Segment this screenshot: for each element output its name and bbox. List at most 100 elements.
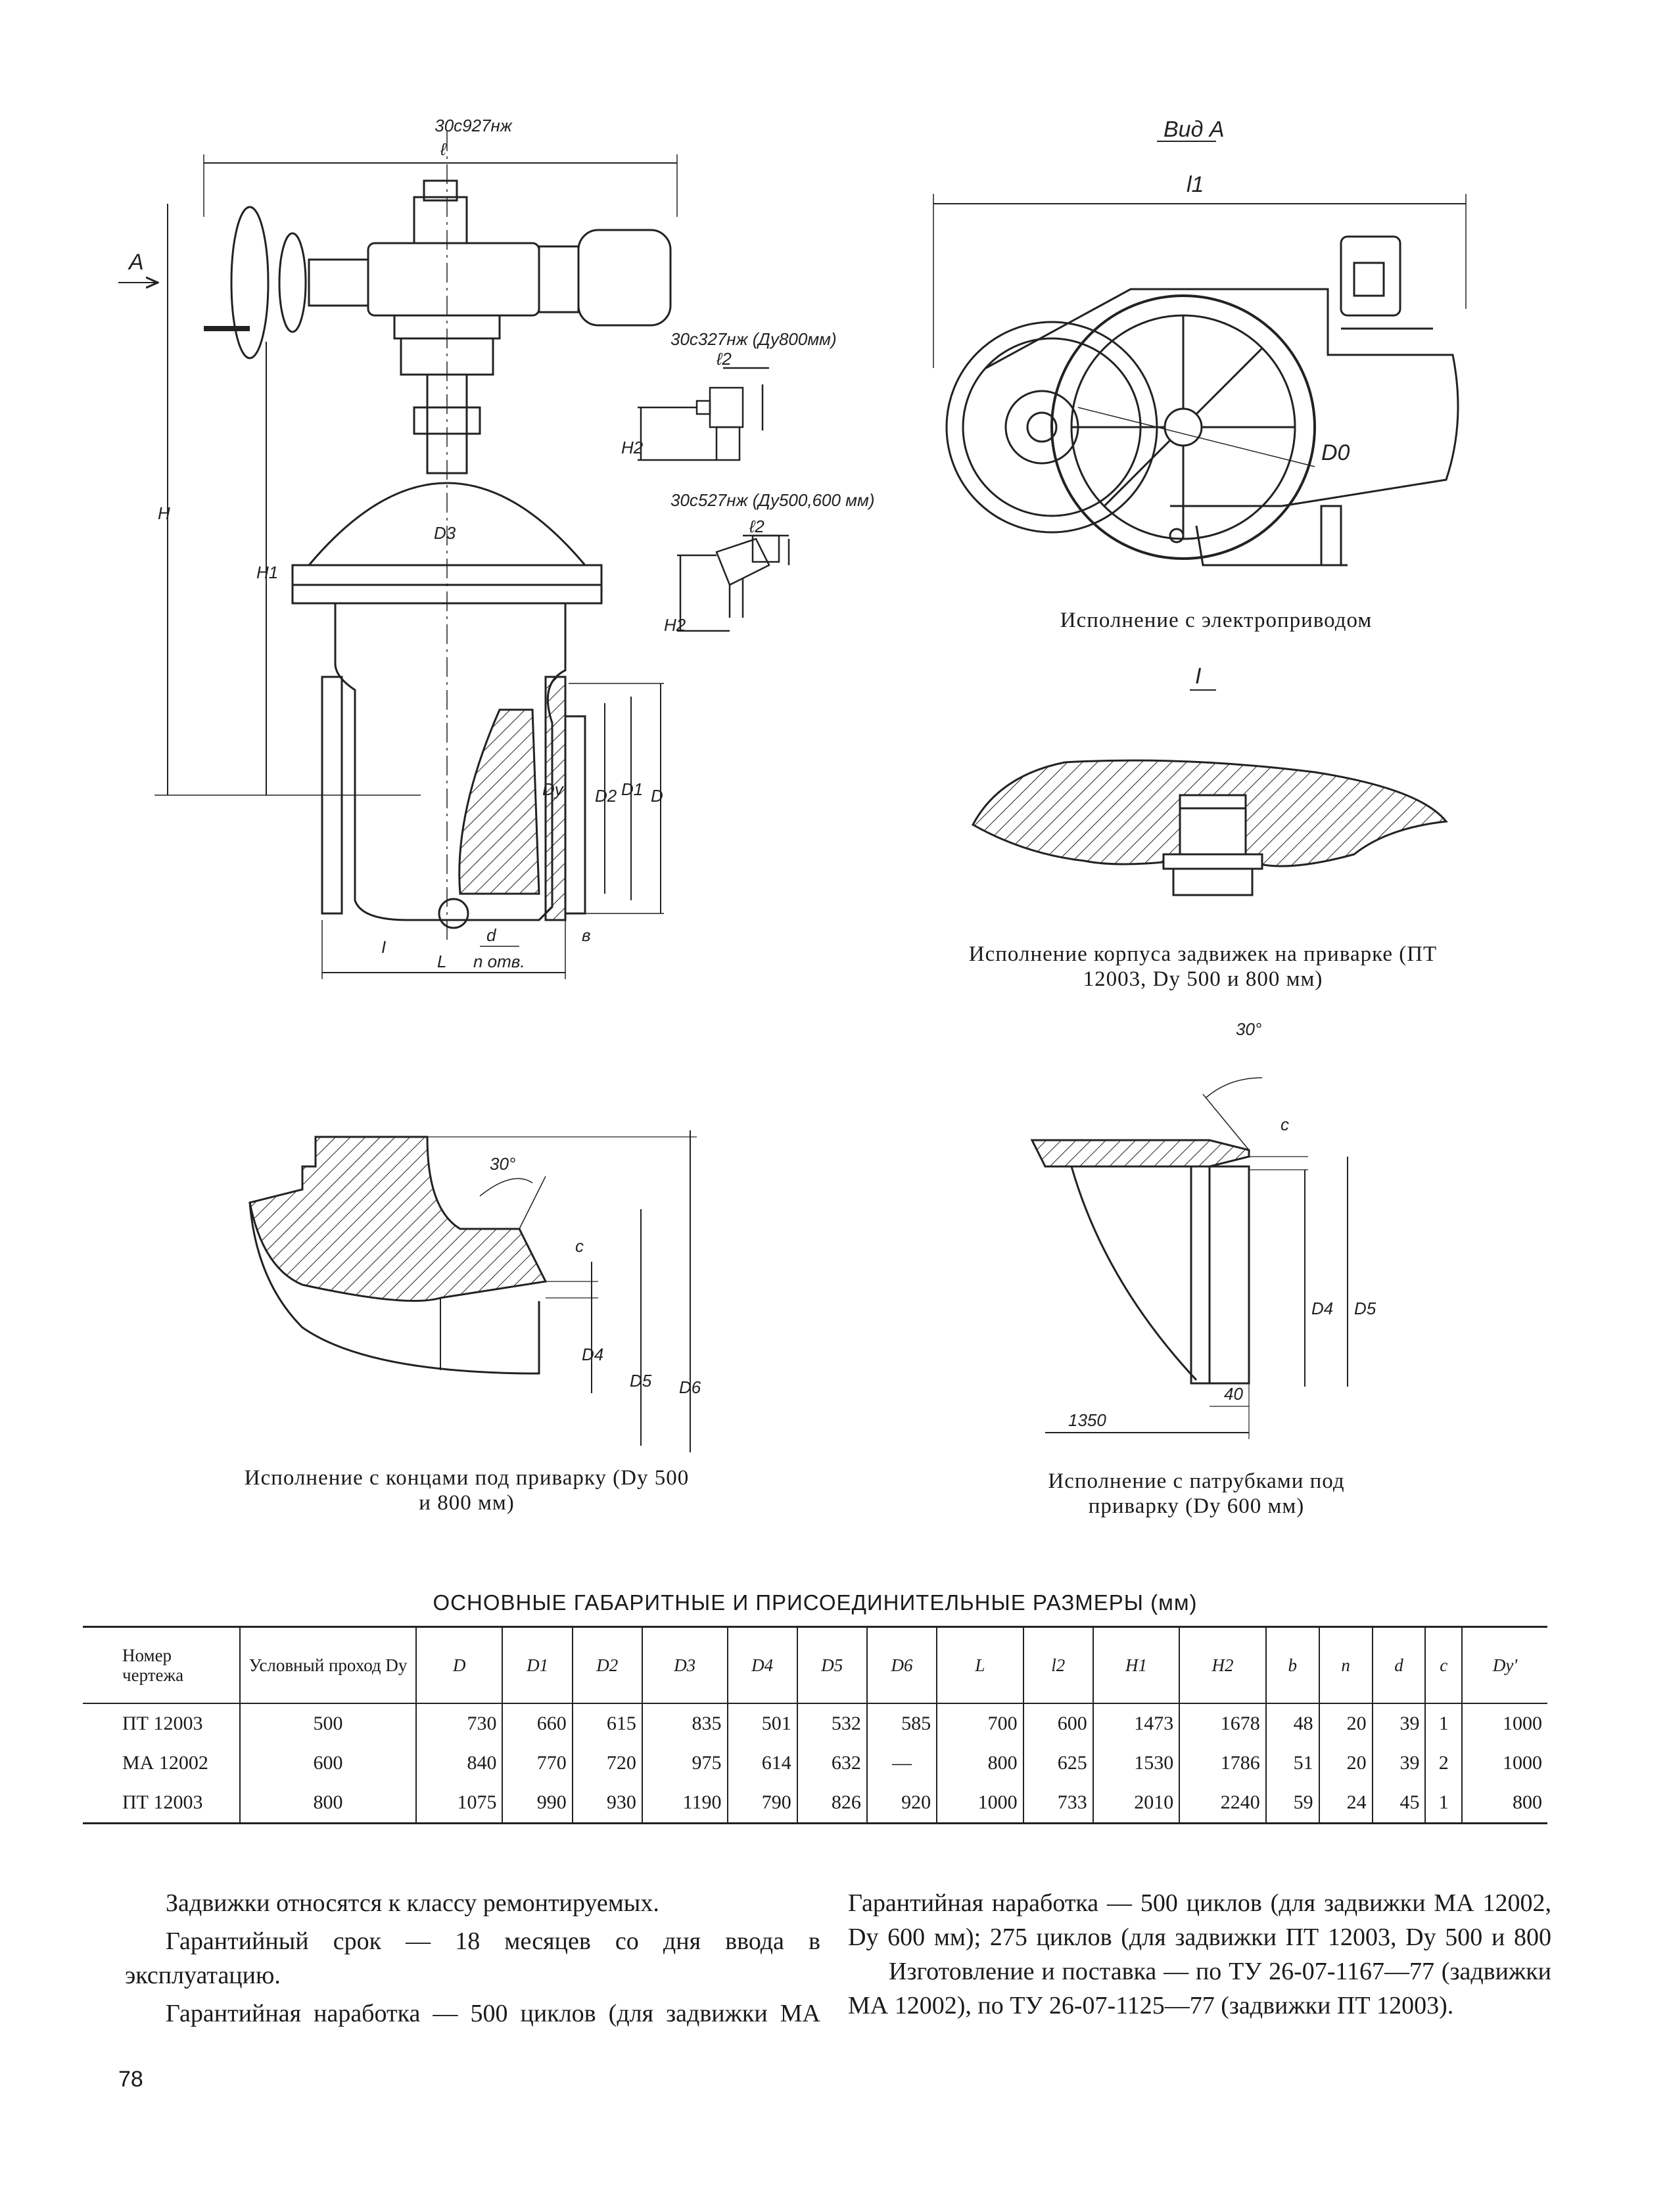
- cell: 1678: [1179, 1703, 1266, 1743]
- cell: 975: [641, 1743, 728, 1783]
- caption-weld-ends: Исполнение с концами под приварку (Dy 50…: [244, 1466, 690, 1515]
- table-row: ПТ 12003 800 1075 990 930 1190 790 826 9…: [83, 1783, 1547, 1824]
- weld-ends-angle: 30°: [490, 1154, 515, 1174]
- header-d6: D6: [866, 1626, 937, 1703]
- variant-327-drawing: [638, 367, 769, 461]
- table-header-row: Номер чертежа Условный проход Dy D D1 D2…: [83, 1626, 1547, 1703]
- label-d: D: [651, 786, 663, 806]
- table-row: ПТ 12003 500 730 660 615 835 501 532 585…: [83, 1703, 1547, 1743]
- header-n: n: [1318, 1626, 1373, 1703]
- cell: 930: [571, 1783, 642, 1824]
- header-dy-prime: Dy': [1461, 1626, 1547, 1703]
- paragraph: Задвижки относятся к классу ремонтируемы…: [166, 1889, 659, 1917]
- cell: 790: [726, 1783, 797, 1824]
- variant-527-drawing: [677, 534, 790, 632]
- cell: 614: [726, 1743, 797, 1783]
- cell: 45: [1371, 1783, 1426, 1824]
- caption-electric-drive: Исполнение с электроприводом: [1060, 609, 1373, 632]
- cell: МА 12002: [122, 1752, 208, 1774]
- section-i-drawing: [971, 689, 1448, 896]
- cell: 770: [502, 1743, 573, 1783]
- label-d-small: d: [486, 925, 497, 945]
- cell: 800: [936, 1743, 1023, 1783]
- cell: 1000: [1461, 1703, 1547, 1743]
- label-l2-b: ℓ2: [749, 517, 764, 536]
- cell: 2240: [1179, 1783, 1266, 1824]
- label-n-otv: n отв.: [473, 952, 525, 971]
- text-column-left: Задвижки относятся к классу ремонтируемы…: [125, 1886, 820, 2031]
- cell: 20: [1318, 1743, 1373, 1783]
- cell: 1: [1424, 1783, 1463, 1824]
- cell: 20: [1318, 1703, 1373, 1743]
- paragraph: Гарантийная наработка — 500 циклов (для …: [848, 1889, 1551, 1951]
- weld-ends-drawing: [248, 1130, 697, 1452]
- weld-branch-1350: 1350: [1068, 1410, 1106, 1430]
- cell: 1190: [641, 1783, 728, 1824]
- cell: 990: [502, 1783, 573, 1824]
- cell: 600: [239, 1743, 416, 1783]
- weld-branch-drawing: [1030, 1077, 1348, 1439]
- page-number: 78: [118, 2067, 143, 2092]
- cell: 48: [1265, 1703, 1319, 1743]
- header-h2: H2: [1179, 1626, 1266, 1703]
- header-drawing-no: Номер чертежа: [122, 1646, 184, 1685]
- cell: 59: [1265, 1783, 1319, 1824]
- cell: 700: [936, 1703, 1023, 1743]
- label-b: в: [582, 925, 591, 945]
- weld-branch-d4: D4: [1311, 1299, 1333, 1318]
- cell: 826: [796, 1783, 867, 1824]
- cell: 730: [415, 1703, 503, 1743]
- cell: 1000: [936, 1783, 1023, 1824]
- cell: 1530: [1092, 1743, 1180, 1783]
- paragraph: Гарантийный срок — 18 месяцев со дня вво…: [125, 1927, 820, 1989]
- label-a: A: [128, 250, 144, 275]
- text-column-right: Гарантийная наработка — 500 циклов (для …: [848, 1886, 1551, 2023]
- cell: 720: [571, 1743, 642, 1783]
- caption-weld-branch: Исполнение с патрубками под приварку (Dy…: [1048, 1469, 1345, 1518]
- label-h: H: [158, 503, 170, 523]
- table-row: МА 12002 600 840 770 720 975 614 632 — 8…: [83, 1743, 1547, 1783]
- cell: 2010: [1092, 1783, 1180, 1824]
- label-d1: D1: [621, 779, 643, 799]
- header-d5: D5: [796, 1626, 867, 1703]
- variant-527-title: 30с527нж (Ду500,600 мм): [670, 490, 875, 510]
- cell: 39: [1371, 1743, 1426, 1783]
- cell: ПТ 12003: [122, 1791, 203, 1813]
- header-l2: l2: [1022, 1626, 1093, 1703]
- weld-ends-d4: D4: [582, 1345, 603, 1364]
- cell: 800: [1461, 1783, 1547, 1824]
- cell: 1: [1424, 1703, 1463, 1743]
- cell: 840: [415, 1743, 503, 1783]
- label-d0: D0: [1321, 440, 1350, 465]
- label-h1: H1: [256, 563, 278, 582]
- caption-weld-body: Исполнение корпуса задвижек на приварке …: [968, 942, 1438, 991]
- label-l2-a: ℓ2: [716, 349, 732, 369]
- cell: 51: [1265, 1743, 1319, 1783]
- label-l-big: L: [437, 952, 446, 971]
- cell: 500: [239, 1703, 416, 1743]
- view-a-drawing: [933, 141, 1467, 566]
- label-l: ℓ: [440, 139, 447, 159]
- label-d2: D2: [595, 786, 617, 806]
- cell: 733: [1022, 1783, 1093, 1824]
- weld-branch-40: 40: [1224, 1384, 1243, 1404]
- weld-branch-d5: D5: [1354, 1299, 1376, 1318]
- label-h2-b: H2: [664, 615, 686, 635]
- view-a-title: Вид А: [1164, 117, 1225, 142]
- weld-branch-angle: 30°: [1236, 1019, 1261, 1039]
- cell: 1473: [1092, 1703, 1180, 1743]
- cell: 625: [1022, 1743, 1093, 1783]
- header-d-hole: d: [1371, 1626, 1426, 1703]
- header-d2: D2: [571, 1626, 642, 1703]
- label-i: I: [381, 937, 386, 957]
- cell: 1075: [415, 1783, 503, 1824]
- label-h2-a: H2: [621, 438, 644, 457]
- cell: 835: [641, 1703, 728, 1743]
- cell: 24: [1318, 1783, 1373, 1824]
- cell: 800: [239, 1783, 416, 1824]
- header-b: b: [1265, 1626, 1319, 1703]
- cell: 532: [796, 1703, 867, 1743]
- cell: 615: [571, 1703, 642, 1743]
- main-valve-drawing: [118, 131, 678, 979]
- main-view-title: 30с927нж: [435, 116, 513, 135]
